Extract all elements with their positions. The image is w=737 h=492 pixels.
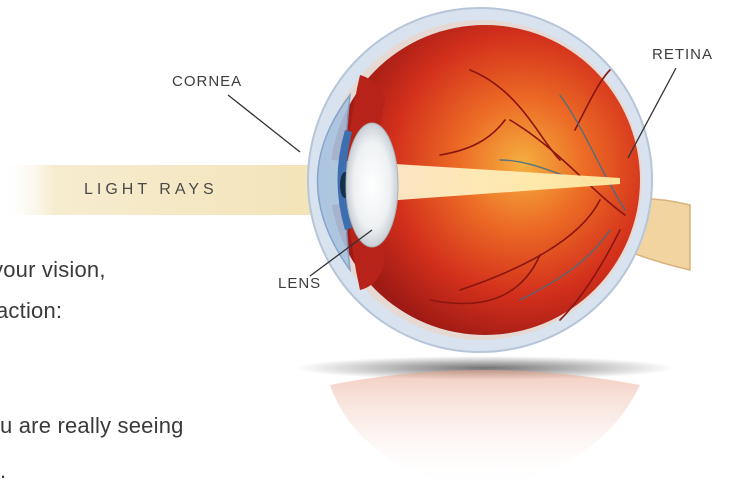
body-text-line-4: .: [0, 458, 6, 484]
lens-shape: [346, 123, 398, 247]
body-text-line-3: u are really seeing: [0, 413, 184, 439]
cornea-label: CORNEA: [172, 73, 242, 90]
cornea-leader: [228, 95, 300, 152]
lens-label: LENS: [278, 275, 321, 292]
eye-reflection: [330, 370, 640, 490]
body-text-line-2: action:: [0, 298, 62, 324]
light-rays-label: LIGHT RAYS: [84, 181, 218, 199]
retina-label: RETINA: [652, 46, 713, 63]
body-text-line-1: your vision,: [0, 257, 106, 283]
